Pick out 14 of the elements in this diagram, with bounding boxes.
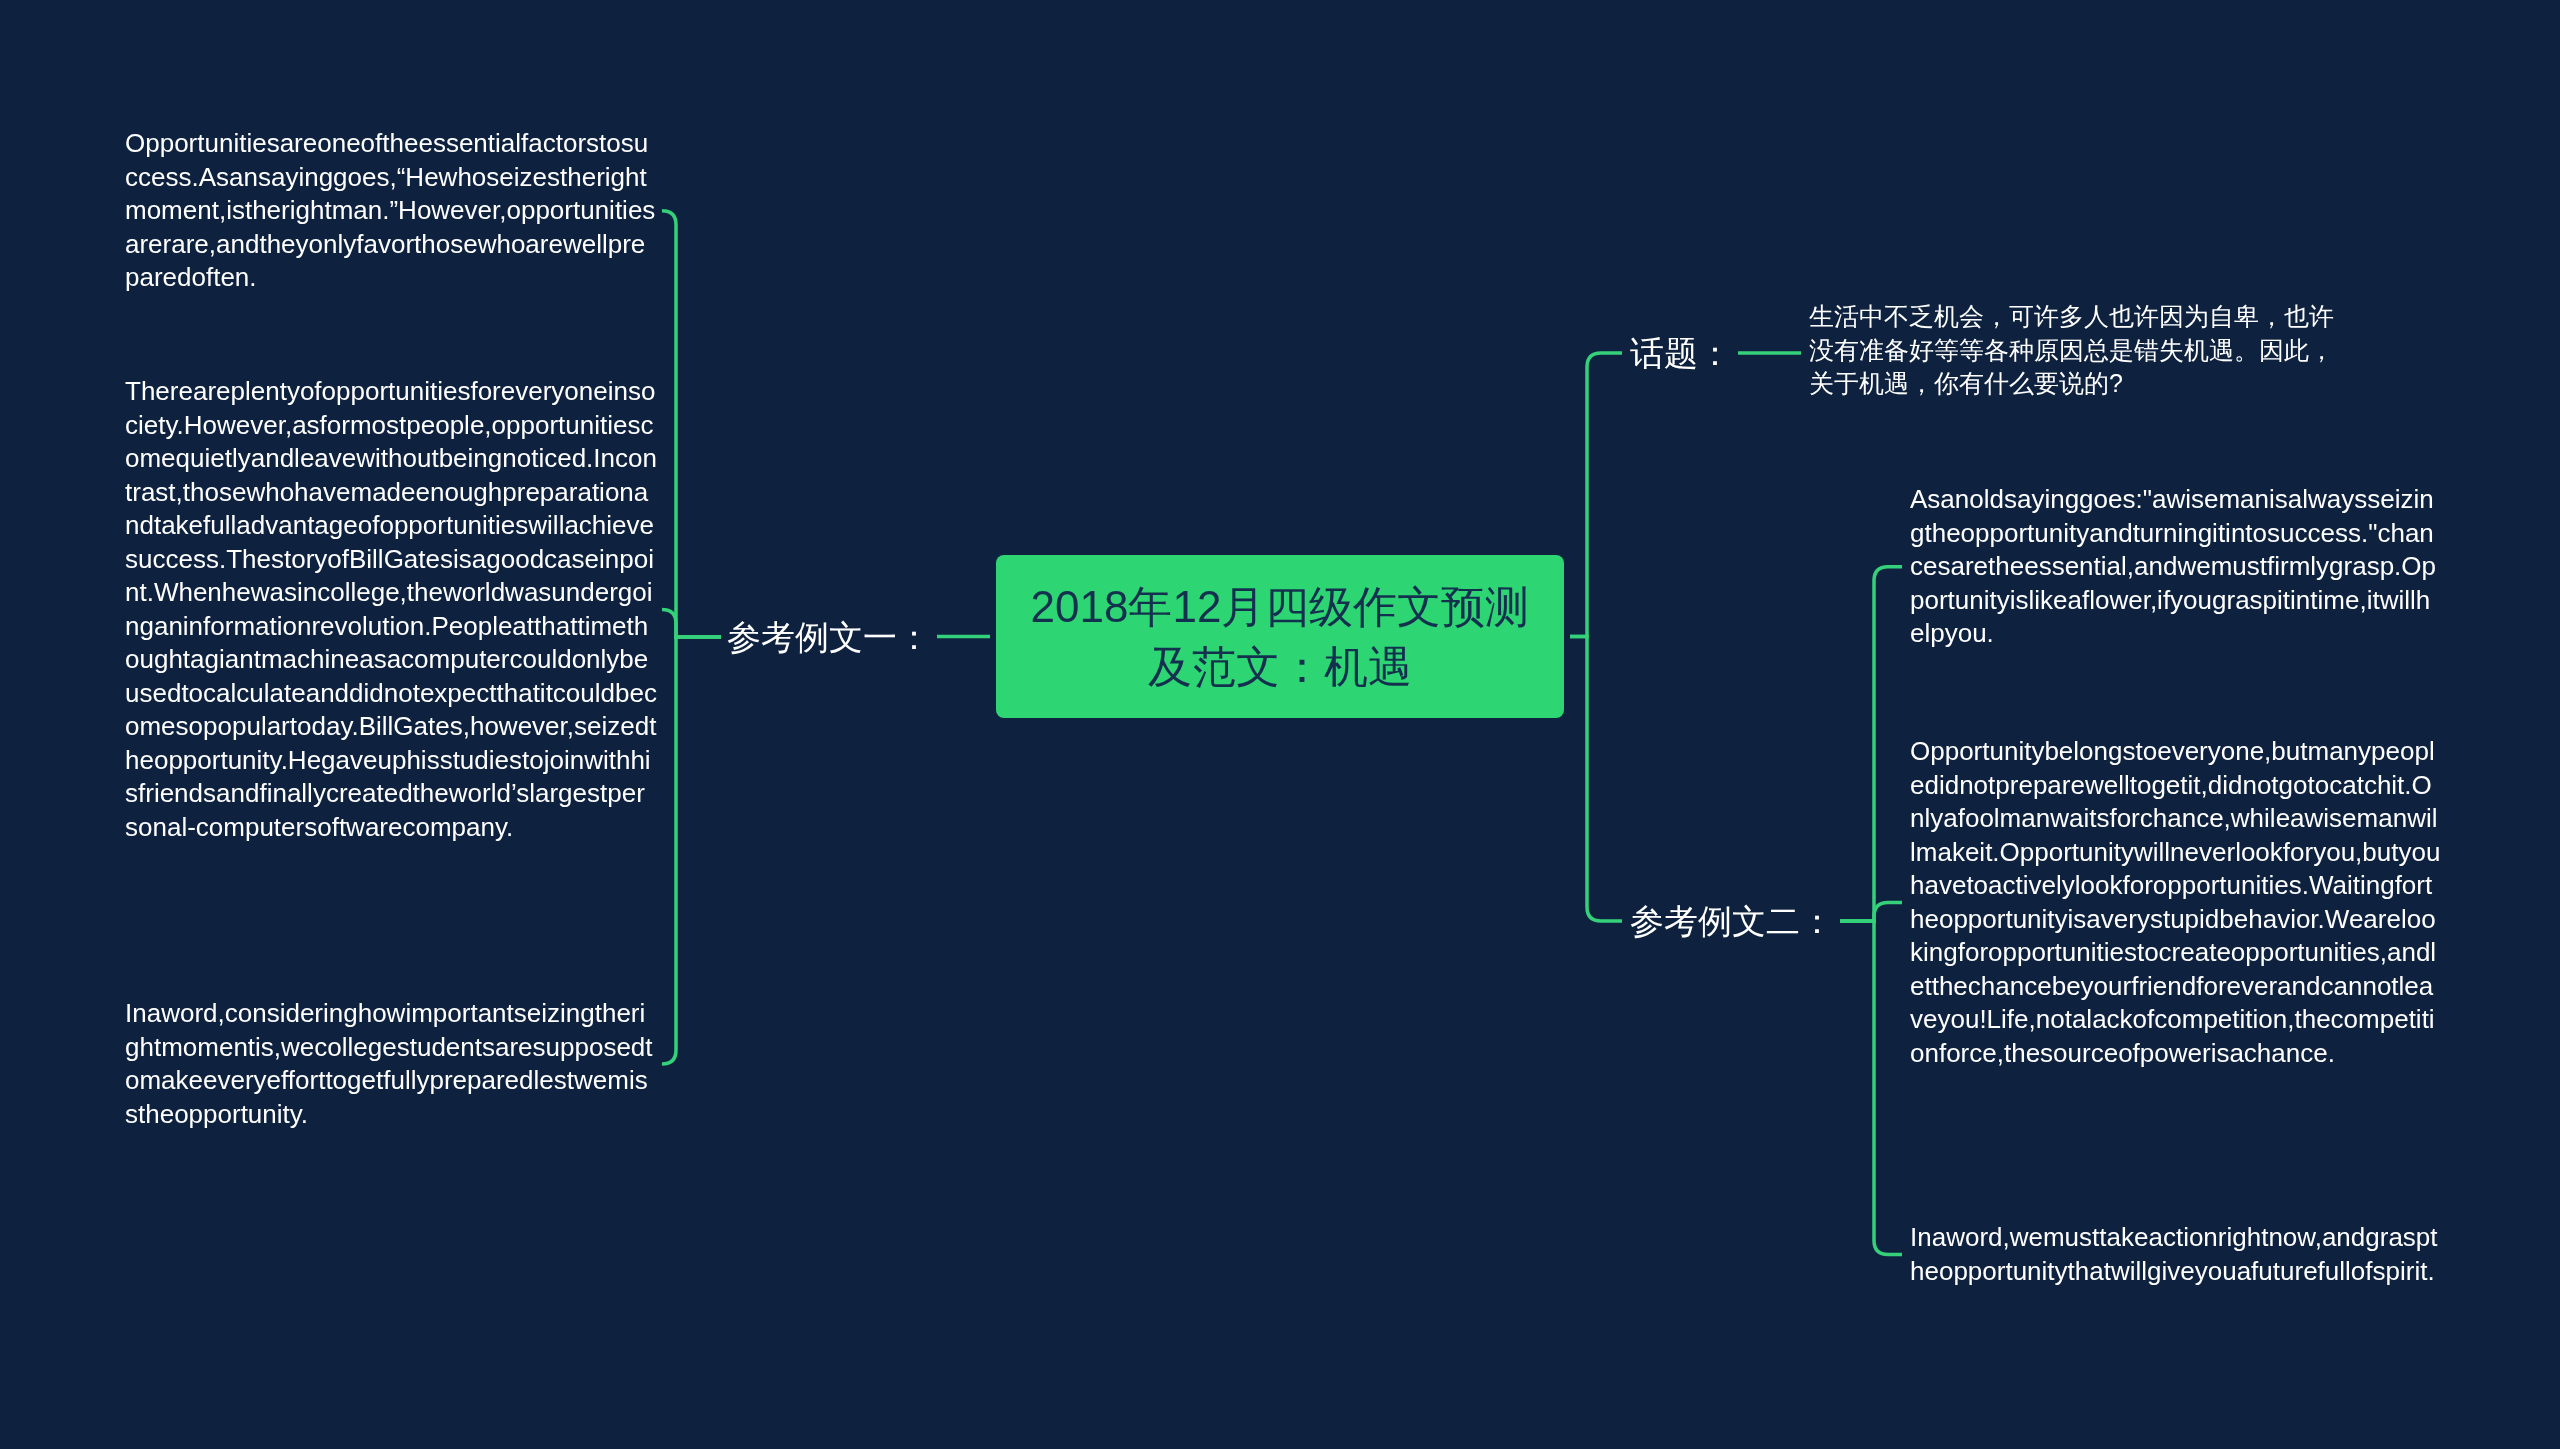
essay-paragraph: Inaword,wemusttakeactionrightnow,andgrasptheopportunitythatwillgiveyouafuturefullofspirit. <box>1910 1221 2442 1288</box>
essay-paragraph: Asanoldsayinggoes:"awisemanisalwaysseizingtheopportunityandturningitintosuccess."chancesaretheessential,andwemustfirmlygrasp.Opportunityislikeaflower,ifyougraspitintime,itwillhelpyou. <box>1910 483 2442 651</box>
connector-line <box>937 634 990 639</box>
essay-paragraph: Inaword,consideringhowimportantseizingtherightmomentis,wecollegestudentsaresupposedtomakeeveryefforttogetfullypreparedlestwemisstheopportunity. <box>125 997 657 1131</box>
branch-label: 参考例文二： <box>1630 899 1834 943</box>
branch-label: 参考例文一： <box>727 615 931 659</box>
connector-line <box>1738 351 1801 355</box>
essay-paragraph: Thereareplentyofopportunitiesforeveryoneinsociety.However,asformostpeople,opportunitiescomequietlyandleavewithoutbeingnoticed.Incontrast,thosewhohavemadeenoughpreparationandtakefulladvantageofopportunitieswillachievesuccess.ThestoryofBillGatesisagoodcaseinpoint.Whenhewasincollege,theworldwasundergoinganinformationrevolution.Peopleatthattimethoughtagiantmachineasacomputercouldonlybeusedtocalculateanddidnotexpectthatitcouldbecomesopopulartoday.BillGates,however,seizedtheopportunity.Hegaveuphisstudiestojoinwithhisfriendsandfinallycreatedtheworld’slargestpersonal-computersoftwarecompany. <box>125 375 657 844</box>
topic-text: 生活中不乏机会，可许多人也许因为自卑，也许没有准备好等等各种原因总是错失机遇。因此，关于机遇，你有什么要说的? <box>1809 300 2344 401</box>
essay-paragraph: Opportunitybelongstoeveryone,butmanypeopledidnotpreparewelltogetit,didnotgotocatchit.Onlyafoolmanwaitsforchance,whileawisemanwillmakeit.Opportunitywillneverlookforyou,butyouhavetoactivelylookforopportunities.Waitingfortheopportunityisaverystupidbehavior.Wearelookingforopportunitiestocreateopportunities,andletthechancebeyourfriendforeverandcannotleaveyou!Life,notalackofcompetition,thecompetitionforce,thesourceofpowerisachance. <box>1910 735 2442 1070</box>
essay-paragraph: Opportunitiesareoneoftheessentialfactorstosuccess.Asansayinggoes,“Hewhoseizestherightmoment,istherightman.”However,opportunitiesarerare,andtheyonlyfavorthosewhoarewellpreparedoften. <box>125 127 657 295</box>
central-topic-box: 2018年12月四级作文预测及范文：机遇 <box>996 555 1564 718</box>
branch-label: 话题： <box>1630 331 1732 375</box>
connector-line <box>660 635 721 1066</box>
